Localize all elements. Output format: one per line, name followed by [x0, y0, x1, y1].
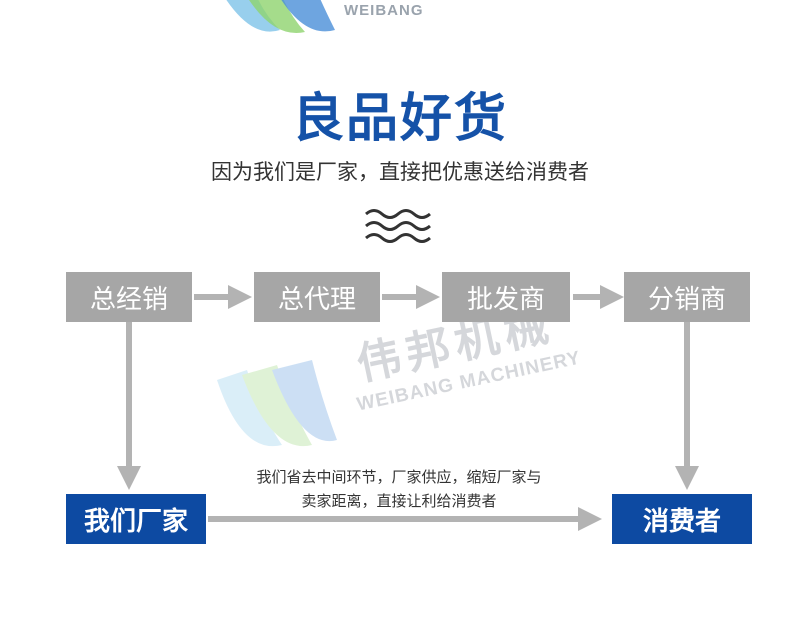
watermark-logo-mark — [217, 360, 337, 447]
manufacturer-box: 我们厂家 — [66, 494, 206, 544]
wave-lines-icon — [365, 209, 431, 243]
chain-box-general-distributor: 总经销 — [66, 272, 192, 322]
page-title: 良品好货 — [291, 89, 508, 149]
note-line-2: 卖家距离，直接让利给消费者 — [301, 492, 497, 510]
note-line-1: 我们省去中间环节，厂家供应，缩短厂家与 — [256, 468, 542, 486]
chain-box-wholesaler: 批发商 — [442, 272, 570, 322]
chain-box-sub-distributor: 分销商 — [624, 272, 750, 322]
consumer-box: 消费者 — [612, 494, 752, 544]
page-subtitle: 因为我们是厂家，直接把优惠送给消费者 — [211, 160, 589, 184]
top-logo-text: WEIBANG — [344, 2, 424, 19]
chain-box-general-agent: 总代理 — [254, 272, 380, 322]
top-logo-mark — [226, 0, 335, 33]
